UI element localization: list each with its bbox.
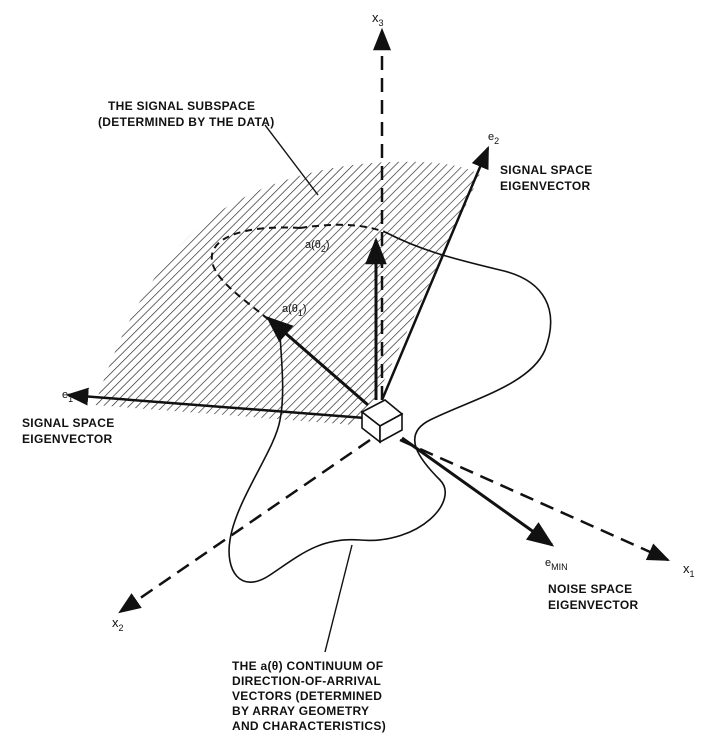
- signal-eigen-upper-caption-1: SIGNAL SPACE: [500, 163, 593, 177]
- noise-eigen-caption-2: EIGENVECTOR: [548, 598, 638, 612]
- continuum-leader: [324, 544, 353, 653]
- a-theta2-label: a(θ2): [305, 239, 330, 254]
- signal-subspace-caption-2: (DETERMINED BY THE DATA): [98, 115, 275, 129]
- noise-eigen-caption-1: NOISE SPACE: [548, 582, 632, 596]
- signal-subspace-region: [95, 161, 480, 425]
- subspace-leader: [264, 124, 319, 196]
- e1-vector: [65, 387, 366, 420]
- manifold-dashed-arc: [210, 226, 301, 331]
- signal-eigen-left-caption-1: SIGNAL SPACE: [22, 416, 115, 430]
- e1-label: e1: [62, 389, 73, 404]
- manifold-curve: [228, 231, 552, 583]
- signal-eigen-left-caption-2: EIGENVECTOR: [22, 432, 112, 446]
- signal-subspace-caption-1: THE SIGNAL SUBSPACE: [108, 99, 255, 113]
- x3-label: x3: [372, 10, 384, 28]
- continuum-caption-5: AND CHARACTERISTICS): [232, 719, 386, 733]
- manifold-dashed-top: [299, 223, 386, 233]
- e2-vector: [380, 145, 490, 401]
- a-theta1-label: a(θ1): [282, 303, 307, 318]
- x1-axis: [399, 438, 671, 562]
- a-theta1-vector: [265, 316, 369, 407]
- continuum-caption-4: BY ARRAY GEOMETRY: [232, 704, 369, 718]
- continuum-caption-1: THE a(θ) CONTINUUM OF: [232, 659, 383, 673]
- x2-axis: [118, 438, 371, 614]
- signal-eigen-upper-caption-2: EIGENVECTOR: [500, 179, 590, 193]
- x1-label: x1: [683, 561, 695, 579]
- continuum-caption-3: VECTORS (DETERMINED: [232, 689, 382, 703]
- emin-vector: [401, 436, 555, 547]
- e2-label: e2: [488, 131, 499, 146]
- emin-label: eMIN: [545, 557, 568, 572]
- array-origin-box: [360, 399, 404, 444]
- x2-label: x2: [112, 615, 124, 633]
- continuum-caption-2: DIRECTION-OF-ARRIVAL: [232, 674, 381, 688]
